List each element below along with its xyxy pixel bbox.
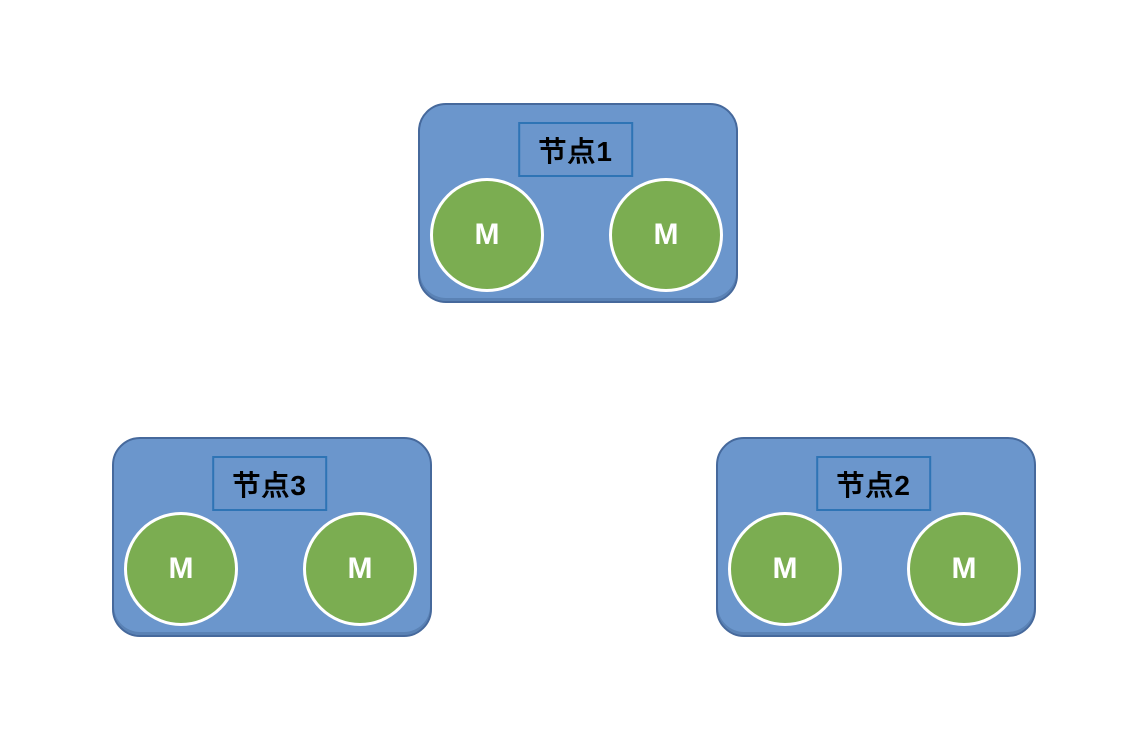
node-3-member-circle-2: M (303, 512, 417, 626)
node-2-member-circle-1: M (728, 512, 842, 626)
node-1-member-circle-2: M (609, 178, 723, 292)
node-3-member-circle-1: M (124, 512, 238, 626)
node-2-label: 节点2 (836, 469, 911, 501)
member-label: M (474, 218, 500, 251)
node-2-label-box: 节点2 (816, 456, 932, 511)
node-3-label-box: 节点3 (212, 456, 328, 511)
node-1-label: 节点1 (538, 135, 613, 167)
member-label: M (772, 552, 798, 585)
member-label: M (951, 552, 977, 585)
cluster-node-3: 节点3 M M (112, 437, 432, 637)
member-label: M (347, 552, 373, 585)
node-1-member-circle-1: M (430, 178, 544, 292)
cluster-node-2: 节点2 M M (716, 437, 1036, 637)
node-1-label-box: 节点1 (518, 122, 634, 177)
cluster-node-1: 节点1 M M (418, 103, 738, 303)
node-3-label: 节点3 (232, 469, 307, 501)
member-label: M (653, 218, 679, 251)
node-2-member-circle-2: M (907, 512, 1021, 626)
member-label: M (168, 552, 194, 585)
